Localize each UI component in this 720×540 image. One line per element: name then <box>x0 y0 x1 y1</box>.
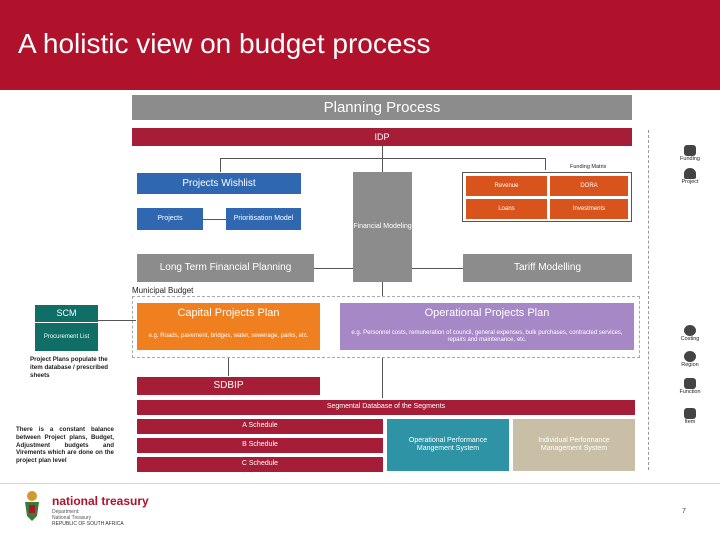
footer-brand: national treasury <box>52 494 149 508</box>
segment-label: Function <box>679 389 701 395</box>
long-term-financial-planning-box: Long Term Financial Planning <box>137 254 314 282</box>
capital-examples-box: e.g. Roads, pavement, bridges, water, se… <box>137 323 320 350</box>
item-icon <box>684 408 696 419</box>
revenue-box: Revenue <box>466 176 547 196</box>
segment-label: Funding <box>680 156 700 162</box>
tariff-modelling-box: Tariff Modelling <box>463 254 632 282</box>
sdbip-bar: SDBIP <box>137 377 320 395</box>
connector-line <box>203 219 226 220</box>
region-icon <box>684 351 696 362</box>
procurement-list-box: Procurement List <box>35 323 98 351</box>
function-segment: Function <box>675 378 705 395</box>
c-schedule-bar: C Schedule <box>137 457 383 472</box>
slide-header-bar <box>0 0 720 90</box>
idp-bar: IDP <box>132 128 632 146</box>
scm-header: SCM <box>35 305 98 322</box>
funding-segment: Funding <box>675 145 705 162</box>
footer-dept-line2: National Treasury <box>52 515 92 521</box>
connector-line <box>228 358 229 376</box>
project-segment: Project <box>675 168 705 185</box>
connector-line <box>220 158 546 159</box>
connector-line <box>382 358 383 398</box>
connector-line <box>98 320 136 321</box>
loans-box: Loans <box>466 199 547 219</box>
connector-line <box>382 282 383 296</box>
region-segment: Region <box>675 351 705 368</box>
project-icon <box>684 168 696 179</box>
municipal-budget-frame <box>132 296 640 358</box>
investments-box: Investments <box>550 199 628 219</box>
individual-performance-system-box: Individual Performance Management System <box>513 419 635 471</box>
segment-label: Costing <box>680 336 700 342</box>
b-schedule-bar: B Schedule <box>137 438 383 453</box>
balance-note: There is a constant balance between Proj… <box>16 426 114 464</box>
costing-icon <box>684 325 696 336</box>
funding-sources-frame <box>462 172 632 222</box>
connector-line <box>412 268 463 269</box>
projects-wishlist-box: Projects Wishlist <box>137 173 301 194</box>
connector-line <box>314 268 353 269</box>
connector-line <box>382 146 383 172</box>
costing-segment: Costing <box>675 325 705 342</box>
segmental-database-bar: Segmental Database of the Segments <box>137 400 635 415</box>
footer-divider <box>0 483 720 484</box>
funding-matrix-label: Funding Matrix <box>570 164 607 170</box>
projects-box: Projects <box>137 208 203 230</box>
municipal-budget-label: Municipal Budget <box>132 286 194 295</box>
capital-projects-plan-header: Capital Projects Plan <box>137 303 320 323</box>
dora-box: DORA <box>550 176 628 196</box>
segment-label: Region <box>681 362 699 368</box>
coat-of-arms-logo <box>22 490 42 524</box>
segment-bracket <box>648 130 649 470</box>
footer-dept-line1: Department: <box>52 509 80 515</box>
prioritisation-model-box: Prioritisation Model <box>226 208 301 230</box>
operational-performance-system-box: Operational Performance Mangement System <box>387 419 509 471</box>
operational-projects-plan-header: Operational Projects Plan <box>340 303 634 323</box>
connector-line <box>220 158 221 172</box>
coat-of-arms-icon <box>25 491 39 521</box>
connector-line <box>545 158 546 170</box>
a-schedule-bar: A Schedule <box>137 419 383 434</box>
planning-process-bar: Planning Process <box>132 95 632 120</box>
segment-label: Item <box>684 419 696 425</box>
footer-country: REPUBLIC OF SOUTH AFRICA <box>52 521 124 527</box>
operational-examples-box: e.g. Personnel costs, remuneration of co… <box>340 323 634 350</box>
funding-icon <box>684 145 696 156</box>
project-plans-note: Project Plans populate the item database… <box>30 356 109 379</box>
financial-modeling-box: Financial Modeling <box>353 172 412 282</box>
slide-title: A holistic view on budget process <box>18 28 431 59</box>
item-segment: Item <box>675 408 705 425</box>
function-icon <box>684 378 696 389</box>
segment-label: Project <box>681 179 699 185</box>
page-number: 7 <box>682 508 686 515</box>
